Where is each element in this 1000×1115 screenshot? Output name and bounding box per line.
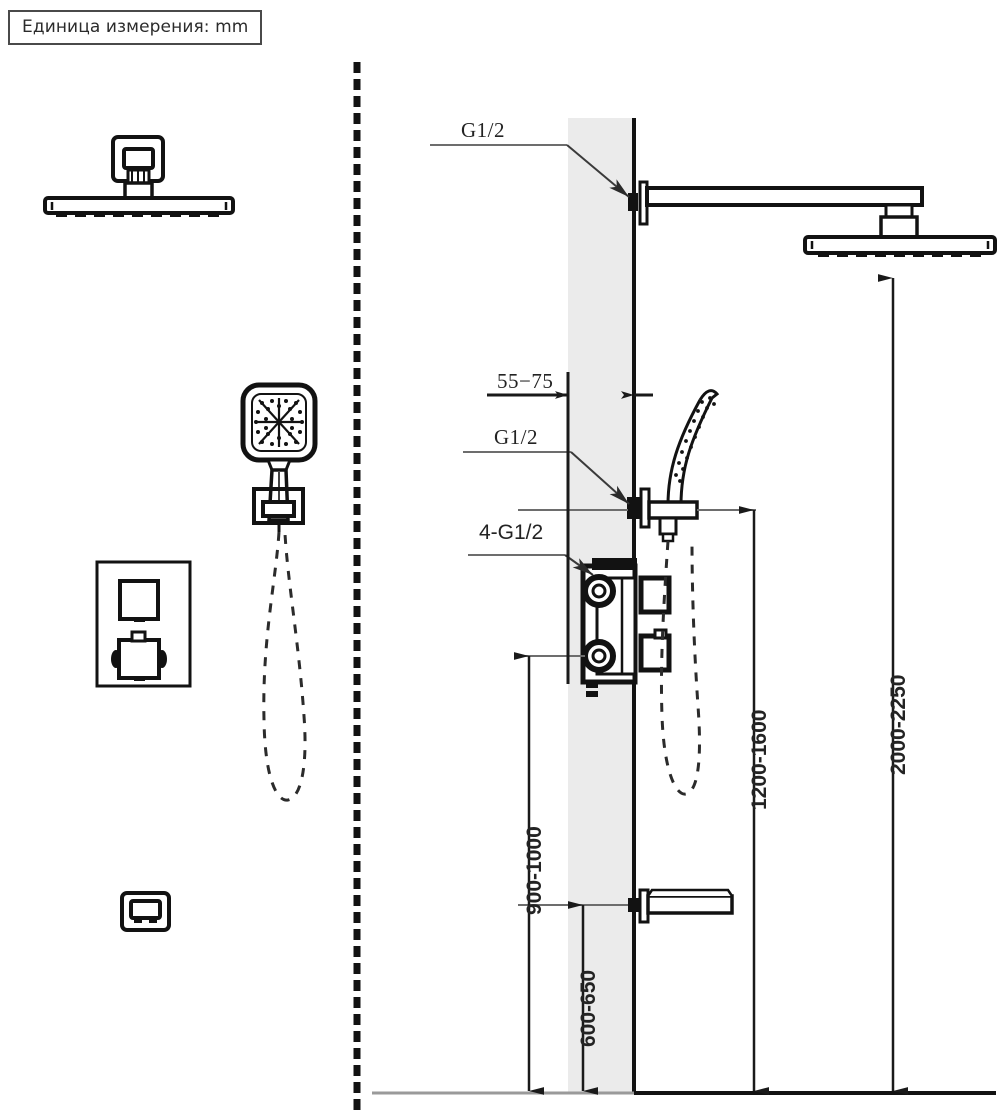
leader-top-inlet	[430, 144, 630, 198]
dimension-label-spout-height: 600-650	[577, 969, 600, 1047]
part-hand-shower	[240, 382, 318, 802]
leader-hand-shower-inlet	[463, 451, 630, 505]
dimension-wall-thickness	[487, 372, 653, 684]
installed-overhead-shower	[628, 180, 997, 257]
callout-label-top-inlet: G1/2	[461, 118, 505, 142]
callout-label-valve-ports: 4-G1/2	[479, 521, 544, 544]
installed-hand-shower	[518, 389, 756, 543]
leader-valve-ports	[468, 554, 594, 576]
hose-dashed-path	[659, 540, 701, 796]
part-tub-spout	[120, 891, 171, 932]
installed-valve-body	[518, 558, 672, 697]
dimension-label-wall-thickness: 55−75	[497, 369, 554, 393]
dimension-label-hand-shower-height: 1200-1600	[748, 709, 771, 810]
dimension-label-valve-height: 900-1000	[523, 826, 546, 915]
callout-label-hand-shower-inlet: G1/2	[494, 425, 538, 449]
part-mixer-trim-plate	[95, 560, 192, 688]
part-rain-shower-head	[43, 135, 235, 217]
dimension-label-overhead-height: 2000-2250	[887, 674, 910, 775]
unit-of-measure-note: Единица измерения: mm	[8, 10, 263, 45]
